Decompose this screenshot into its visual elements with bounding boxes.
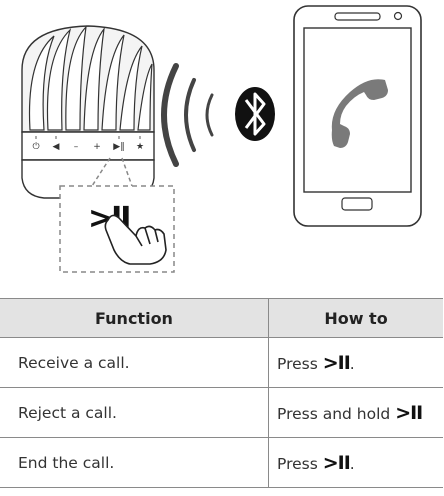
power-icon: ⏻	[32, 141, 39, 152]
how-suffix: .	[349, 454, 355, 473]
speaker-button-labels: ⏻ ◀ – + ▶‖ ★	[32, 141, 144, 152]
how-to-cell: Press and hold >II	[268, 387, 443, 438]
function-cell: End the call.	[0, 437, 269, 488]
how-prefix: Press and hold	[277, 404, 396, 423]
play-pause-icon: ▶‖	[113, 142, 124, 152]
play-pause-symbol: >II	[322, 451, 351, 474]
phone	[293, 5, 422, 227]
sound-waves	[161, 63, 214, 167]
callout: >II	[59, 157, 175, 273]
play-pause-symbol: >II	[395, 401, 423, 424]
table-row: Reject a call. Press and hold >II	[0, 387, 443, 438]
table-header-row: Function How to	[0, 298, 443, 338]
mic-icon: ◀	[53, 142, 60, 152]
volume-up-icon: +	[93, 142, 101, 152]
light-icon: ★	[136, 142, 144, 152]
function-cell: Receive a call.	[0, 337, 269, 388]
how-to-cell: Press >II.	[268, 437, 443, 488]
function-header: Function	[0, 298, 269, 338]
how-to-cell: Press >II.	[268, 337, 443, 388]
how-prefix: Press	[277, 354, 323, 373]
play-pause-symbol: >II	[322, 351, 351, 374]
function-table: Function How to Receive a call. Press >I…	[0, 298, 443, 488]
how-prefix: Press	[277, 454, 323, 473]
illustration: ⏻ ◀ – + ▶‖ ★ >II	[21, 5, 422, 273]
handset-icon	[331, 79, 388, 148]
bluetooth-icon	[235, 87, 275, 141]
function-cell: Reject a call.	[0, 387, 269, 438]
how-to-header: How to	[268, 298, 443, 338]
speaker: ⏻ ◀ – + ▶‖ ★	[21, 25, 155, 199]
pressing-hand-icon	[104, 214, 167, 265]
table-row: End the call. Press >II.	[0, 437, 443, 488]
how-suffix: .	[349, 354, 355, 373]
table-row: Receive a call. Press >II.	[0, 337, 443, 388]
volume-down-icon: –	[74, 142, 79, 152]
